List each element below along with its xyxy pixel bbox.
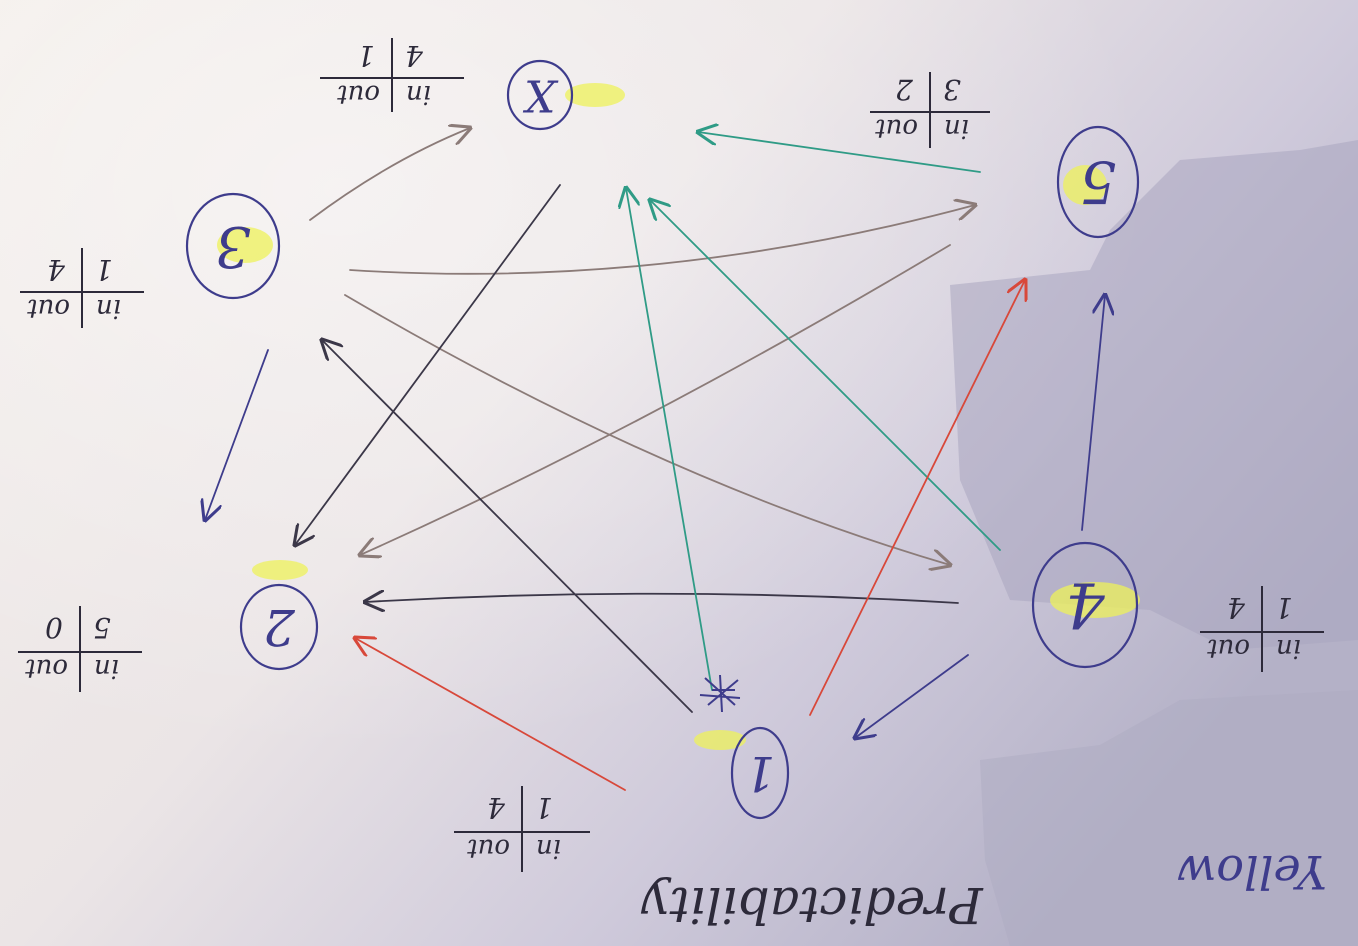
- svg-text:4: 4: [405, 39, 424, 72]
- svg-text:in: in: [944, 113, 969, 143]
- svg-text:4: 4: [47, 253, 66, 286]
- svg-text:1: 1: [535, 791, 553, 824]
- svg-text:out: out: [1207, 633, 1250, 663]
- svg-text:2: 2: [895, 73, 914, 106]
- svg-text:in: in: [94, 653, 119, 683]
- svg-text:in: in: [406, 79, 431, 109]
- svg-text:2: 2: [263, 598, 296, 656]
- svg-text:1: 1: [357, 39, 375, 72]
- svg-text:5: 5: [1080, 148, 1117, 216]
- svg-text:3: 3: [215, 214, 251, 279]
- svg-text:in: in: [536, 833, 561, 863]
- svg-text:1: 1: [1275, 591, 1293, 624]
- svg-text:3: 3: [943, 73, 961, 106]
- svg-text:out: out: [25, 653, 68, 683]
- svg-text:in: in: [1276, 633, 1301, 663]
- svg-text:4: 4: [1065, 569, 1105, 642]
- svg-text:0: 0: [45, 611, 63, 644]
- svg-text:X: X: [523, 70, 559, 121]
- svg-text:out: out: [27, 293, 70, 323]
- svg-text:out: out: [337, 79, 380, 109]
- svg-text:in: in: [96, 293, 121, 323]
- title-predictability: Predictability: [641, 876, 984, 934]
- svg-text:out: out: [467, 833, 510, 863]
- svg-text:out: out: [875, 113, 918, 143]
- color-word-yellow: Yellow: [1177, 845, 1327, 899]
- svg-text:1: 1: [745, 745, 776, 801]
- svg-text:5: 5: [93, 611, 111, 644]
- svg-text:4: 4: [1227, 591, 1246, 624]
- svg-text:4: 4: [487, 791, 506, 824]
- svg-text:1: 1: [95, 253, 113, 286]
